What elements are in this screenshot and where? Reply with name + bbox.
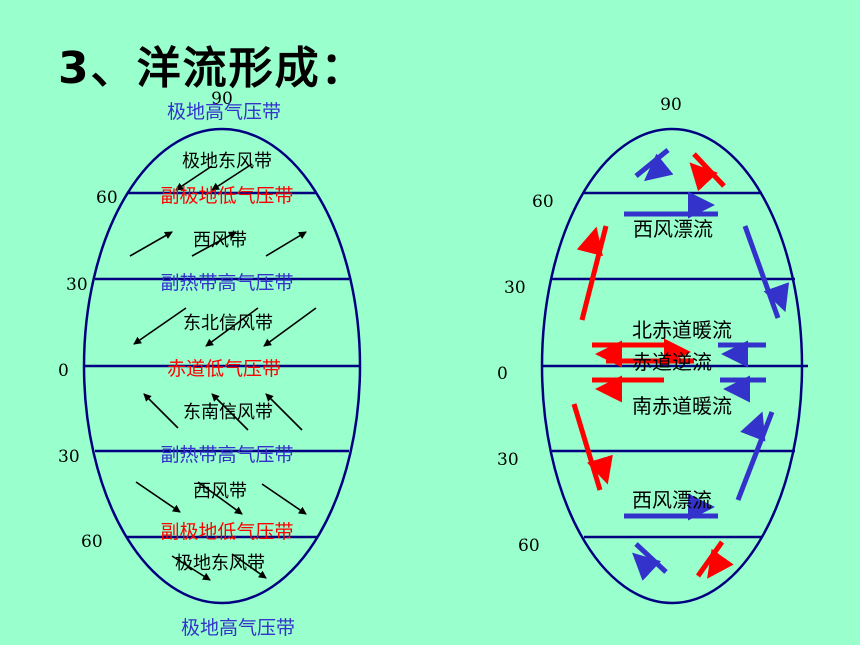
latitude-label: 60: [518, 536, 540, 556]
latitude-label: 0: [58, 361, 69, 381]
current-label: 南赤道暖流: [632, 394, 732, 418]
latitude-label: 60: [96, 188, 118, 208]
current-label: 赤道逆流: [632, 350, 712, 374]
wind-belt-label: 西风带: [193, 481, 247, 502]
current-label: 西风漂流: [633, 217, 713, 241]
latitude-label: 30: [66, 275, 88, 295]
pressure-belt-label: 赤道低气压带: [167, 358, 281, 380]
pressure-belt-label: 副极地低气压带: [160, 521, 293, 543]
ocean-current-diagram-right: 90 60 30 0 30 60 西风漂流 北赤道暖流: [497, 95, 808, 605]
latitude-label: 30: [504, 278, 526, 298]
latitude-label: 0: [497, 364, 508, 384]
latitude-label-90: 90: [660, 95, 682, 115]
latitude-label-90: 90: [211, 89, 233, 109]
wind-arrows: [129, 163, 317, 581]
wind-belt-label: 东北信风带: [183, 313, 273, 334]
wind-belt-label: 西风带: [193, 230, 247, 251]
red-current-arrows: [571, 152, 734, 579]
pressure-belt-label: 极地高气压带: [181, 617, 295, 639]
pressure-belt-label: 副极地低气压带: [160, 185, 293, 207]
wind-belt-label: 东南信风带: [183, 402, 273, 423]
current-label: 北赤道暖流: [632, 318, 732, 342]
wind-belt-label: 极地东风带: [182, 151, 272, 172]
current-label: 西风漂流: [632, 488, 712, 512]
blue-current-arrows: [624, 148, 790, 581]
latitude-label: 30: [497, 450, 519, 470]
wind-belt-label: 极地东风带: [175, 553, 265, 574]
latitude-label: 60: [81, 532, 103, 552]
latitude-label: 60: [532, 192, 554, 212]
pressure-belt-label: 极地高气压带: [167, 101, 281, 123]
wind-belt-diagram: 90 60 30 0 30 60: [58, 89, 362, 639]
latitude-label: 30: [58, 447, 80, 467]
pressure-belt-label: 副热带高气压带: [160, 444, 293, 466]
page-title: 3、洋流形成：: [58, 43, 367, 94]
pressure-belt-label: 副热带高气压带: [160, 272, 293, 294]
